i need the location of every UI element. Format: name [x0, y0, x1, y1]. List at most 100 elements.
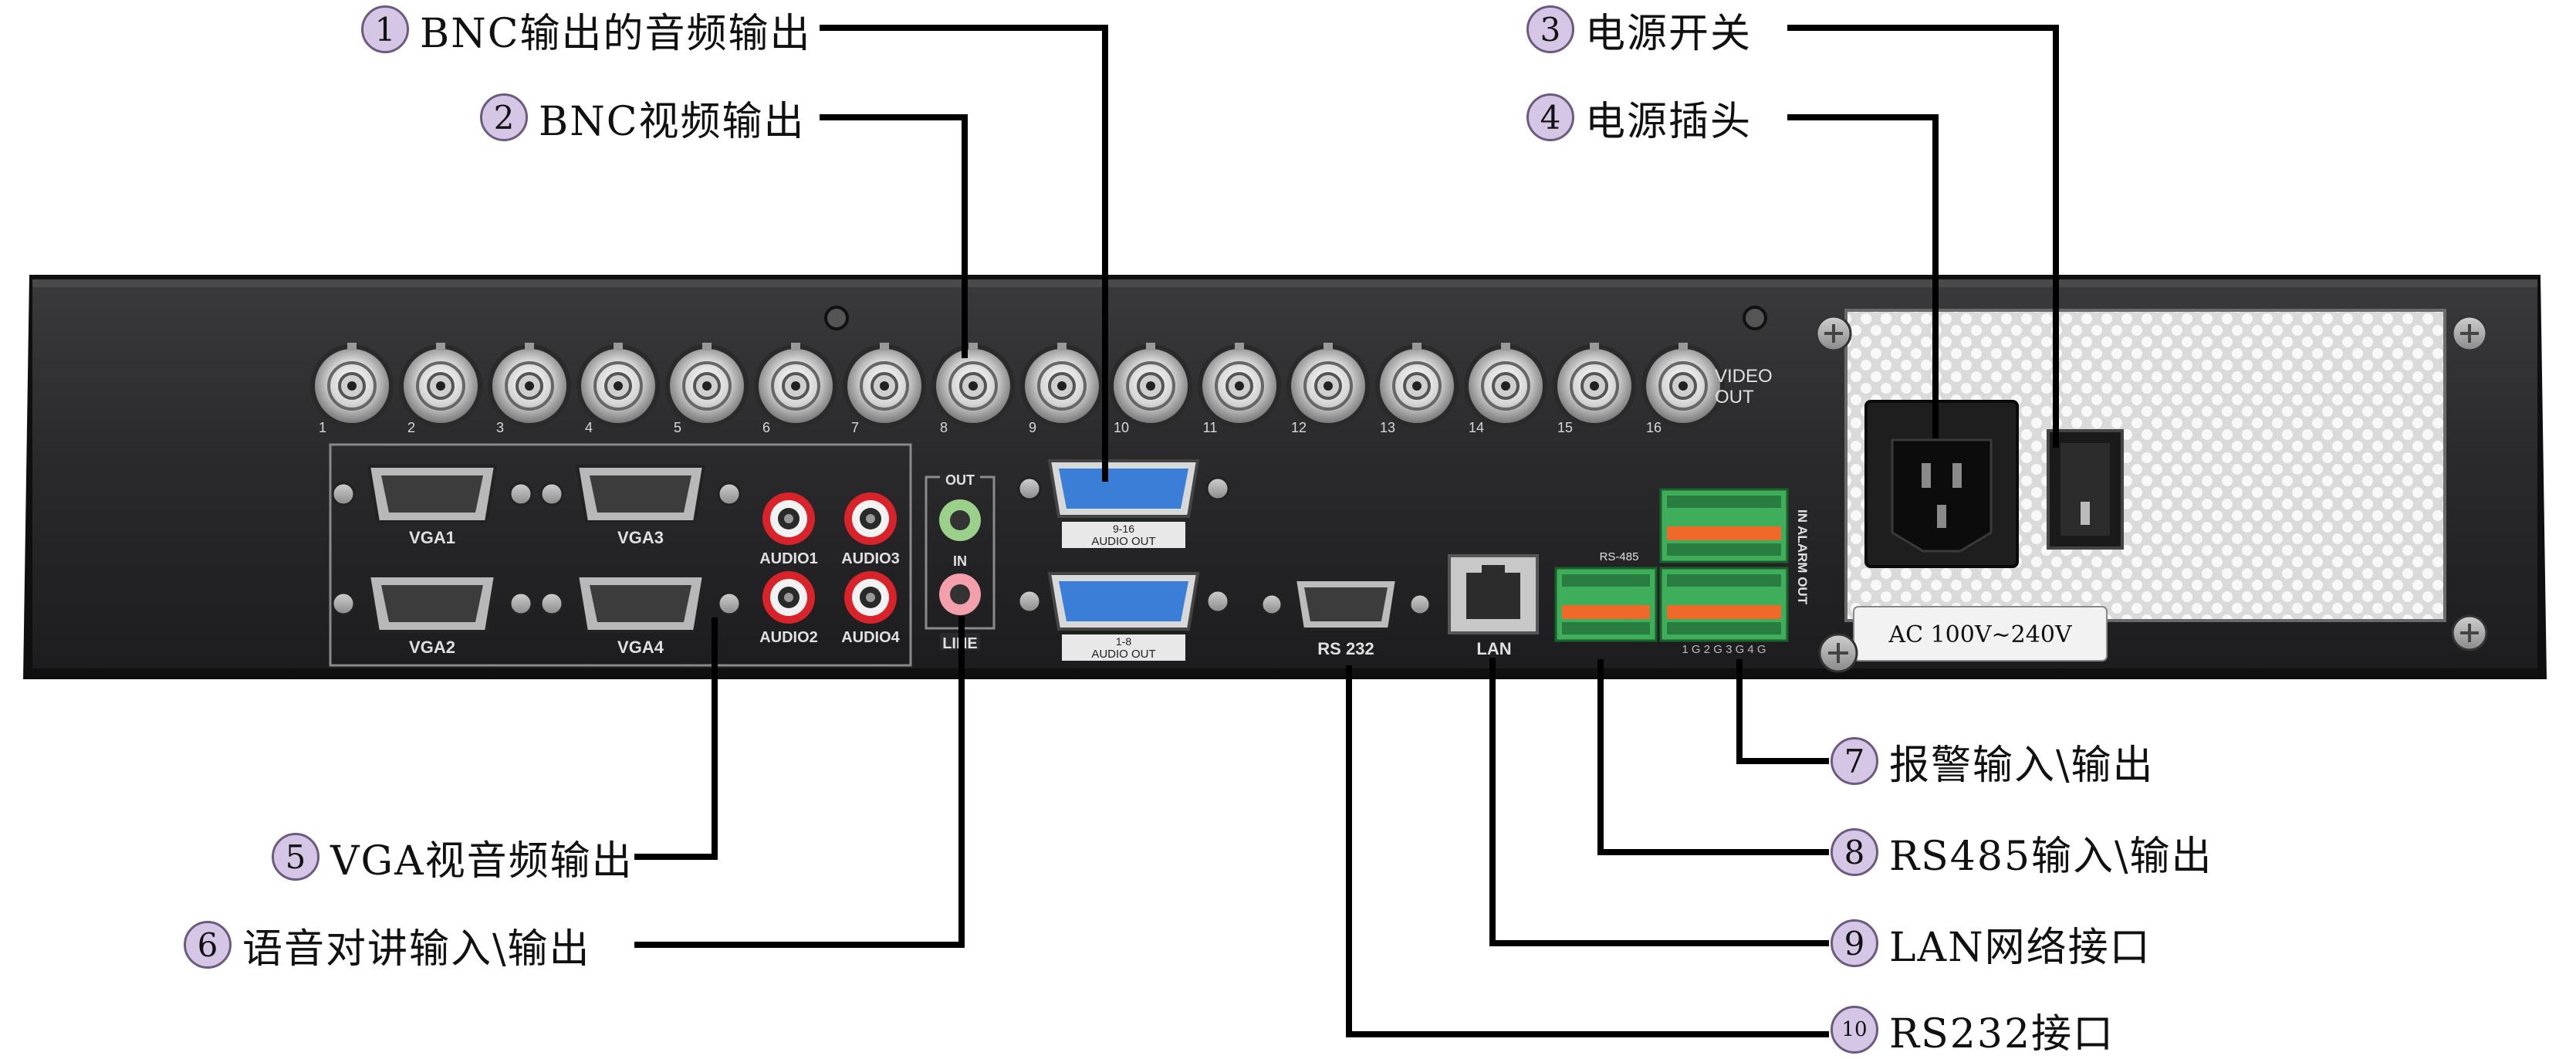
callout-label: 语音对讲输入\输出: [242, 925, 591, 973]
leader-line-10: [1346, 665, 1829, 1037]
rs232-port[interactable]: [1260, 578, 1432, 631]
bnc-number: 2: [407, 420, 415, 435]
alarm-out-terminal[interactable]: [1659, 567, 1789, 642]
callout-10: 10 RS232接口: [1831, 1000, 2115, 1059]
bnc-connector[interactable]: [1375, 343, 1459, 428]
bnc-connector[interactable]: [1198, 343, 1281, 428]
video-out-label: OUT: [1715, 387, 1754, 408]
callout-label: RS485输入\输出: [1889, 833, 2213, 880]
bnc-connector[interactable]: [488, 343, 571, 428]
vga-port[interactable]: [539, 574, 742, 633]
callout-label: 报警输入\输出: [1889, 742, 2155, 789]
callout-6: 6 语音对讲输入\输出: [184, 915, 591, 974]
callout-label: RS232接口: [1889, 1010, 2115, 1057]
screw: [2451, 315, 2488, 352]
rs485-terminal[interactable]: [1554, 567, 1658, 642]
bnc-number: 14: [1469, 420, 1484, 435]
vga-label: VGA4: [617, 638, 664, 657]
bnc-connector[interactable]: [1464, 343, 1547, 428]
top-jack: [824, 306, 849, 330]
audio-label: AUDIO3: [841, 550, 900, 567]
callout-3: 3 电源开关: [1526, 0, 1752, 59]
rca-jack[interactable]: [762, 571, 815, 624]
callout-8: 8 RS485输入\输出: [1831, 823, 2213, 881]
top-jack: [1743, 306, 1767, 330]
screws: [1815, 315, 2488, 673]
bnc-connector[interactable]: [576, 343, 660, 428]
bnc-number: 8: [940, 420, 948, 435]
bnc-number: 10: [1114, 420, 1129, 435]
bnc-connector[interactable]: [931, 343, 1015, 428]
rca-group: AUDIO1 AUDIO3 AUDIO2 AUDIO4: [759, 492, 901, 646]
ground-screw: [1818, 633, 1858, 673]
db15-lower[interactable]: [1017, 572, 1230, 631]
callout-label: BNC视频输出: [539, 98, 806, 145]
bnc-number: 15: [1557, 420, 1573, 435]
alarm-in-terminal[interactable]: [1659, 488, 1789, 563]
callout-label: BNC输出的音频输出: [420, 10, 812, 57]
bnc-number: 11: [1203, 420, 1218, 435]
callout-label: LAN网络接口: [1889, 924, 2152, 971]
bnc-number: 3: [496, 420, 504, 435]
callout-number: 4: [1526, 93, 1574, 141]
db15-label: AUDIO OUT: [1091, 648, 1155, 661]
db15-label: AUDIO OUT: [1091, 535, 1155, 548]
rca-jack[interactable]: [844, 571, 897, 624]
bnc-number: 5: [674, 420, 681, 435]
lan-port[interactable]: [1448, 554, 1539, 634]
vga-group: VGA1 VGA3 VGA2 VGA4: [329, 443, 912, 667]
bnc-number: 9: [1029, 420, 1036, 435]
callout-7: 7 报警输入\输出: [1831, 732, 2155, 790]
rs232-label: RS 232: [1317, 639, 1374, 658]
line-in-jack[interactable]: [939, 573, 981, 615]
bnc-number: 6: [762, 420, 770, 435]
audio-label: AUDIO1: [759, 550, 818, 567]
bnc-connector[interactable]: [843, 343, 926, 428]
vga-label: VGA3: [617, 528, 664, 547]
callout-number: 2: [480, 93, 528, 141]
bnc-connector[interactable]: [1553, 343, 1636, 428]
rca-jack[interactable]: [762, 492, 815, 545]
leader-line-1: [820, 25, 1108, 482]
bnc-connector[interactable]: [1286, 343, 1370, 428]
vga-port[interactable]: [331, 574, 533, 633]
leader-line-2: [820, 114, 968, 358]
callout-number: 5: [272, 833, 319, 881]
callout-number: 3: [1526, 5, 1574, 53]
callout-label: 电源插头: [1585, 98, 1753, 145]
lan-label: LAN: [1476, 639, 1511, 658]
audio-label: AUDIO4: [841, 629, 900, 646]
callout-number: 1: [361, 5, 409, 53]
line-out-jack[interactable]: [939, 499, 981, 541]
leader-line-7: [1736, 659, 1829, 764]
bnc-connector[interactable]: [1020, 343, 1104, 428]
alarm-pins: 1 G 2 G 3 G 4 G: [1682, 643, 1766, 656]
bnc-number: 16: [1646, 420, 1662, 435]
bnc-number: 13: [1380, 420, 1395, 435]
bnc-connector[interactable]: [310, 343, 394, 428]
audio-label: AUDIO2: [759, 629, 818, 646]
vga-port[interactable]: [539, 465, 742, 523]
vga-port[interactable]: [331, 465, 533, 523]
leader-line-8: [1597, 659, 1829, 855]
video-out-label: VIDEO: [1715, 366, 1773, 387]
db15-upper[interactable]: [1017, 459, 1230, 518]
rca-jack[interactable]: [844, 492, 897, 545]
screw: [2451, 614, 2488, 651]
callout-number: 7: [1831, 737, 1878, 785]
callout-number: 6: [184, 921, 232, 969]
bnc-connector[interactable]: [399, 343, 482, 428]
bnc-connector[interactable]: [665, 343, 749, 428]
rs485-label: RS-485: [1600, 550, 1639, 563]
bnc-connector[interactable]: [754, 343, 837, 428]
leader-line-3: [1787, 25, 2059, 448]
bnc-connector[interactable]: [1109, 343, 1192, 428]
bnc-number-labels: 1 2 3 4 5 6 7 8 9 10 11 12 13 14 15 16: [319, 420, 1662, 435]
bnc-connector[interactable]: [1641, 343, 1725, 428]
bnc-number: 7: [851, 420, 859, 435]
bnc-number: 4: [585, 420, 593, 435]
db15-range: 9-16: [1113, 523, 1134, 535]
vga-label: VGA2: [409, 638, 455, 657]
db15-range: 1-8: [1116, 635, 1131, 648]
